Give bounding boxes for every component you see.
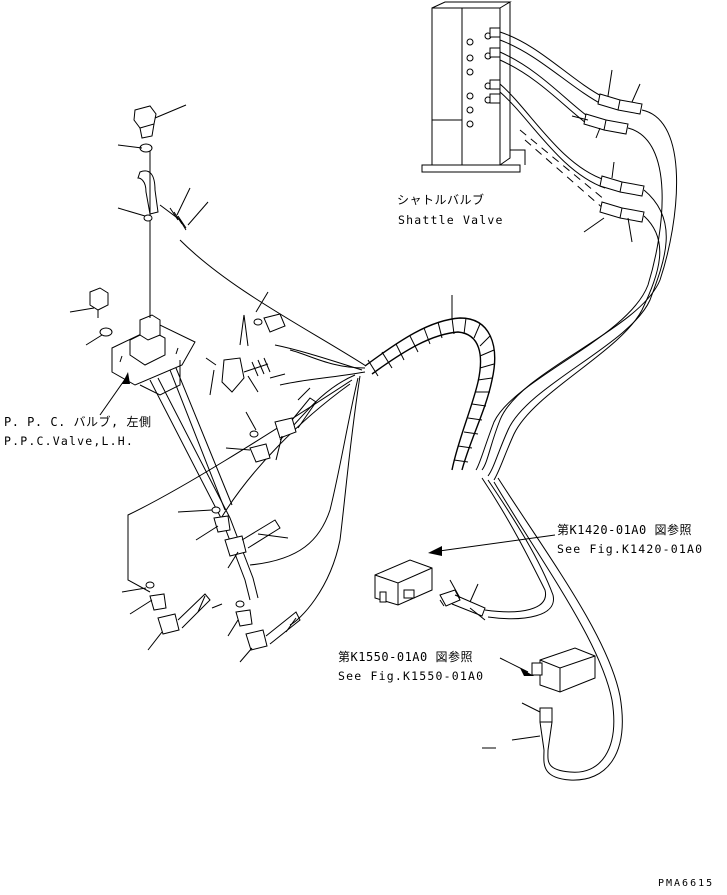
reference-k1550-en: See Fig.K1550-01A0 xyxy=(338,669,484,683)
valve-block-k1420 xyxy=(374,559,486,617)
hose-fittings-right xyxy=(583,93,645,223)
reference-k1420-en: See Fig.K1420-01A0 xyxy=(557,542,703,556)
spiral-protector xyxy=(364,317,496,471)
main-hose-bundle xyxy=(475,109,678,481)
reference-k1550-jp: 第K1550-01A0 図参照 xyxy=(338,649,473,664)
arrows xyxy=(99,372,556,676)
left-hoses xyxy=(127,239,367,626)
leader-lines xyxy=(69,69,641,749)
shuttle-valve-ports xyxy=(466,27,501,128)
ppc-valve-label-jp: P. P. C. バルブ, 左側 xyxy=(4,414,151,429)
reference-k1420-jp: 第K1420-01A0 図参照 xyxy=(557,522,692,537)
drawing-code: PMA6615 xyxy=(658,878,714,889)
mid-fittings xyxy=(145,397,317,651)
shuttle-valve xyxy=(421,1,526,173)
shuttle-hoses xyxy=(499,31,606,211)
shuttle-valve-label-jp: シャトルバルブ xyxy=(397,192,485,207)
top-fittings xyxy=(89,105,286,393)
lower-hoses xyxy=(481,477,623,781)
valve-block-k1550 xyxy=(531,647,596,751)
shuttle-valve-label-en: Shattle Valve xyxy=(398,213,504,227)
ppc-valve-label-en: P.P.C.Valve,L.H. xyxy=(4,434,134,448)
